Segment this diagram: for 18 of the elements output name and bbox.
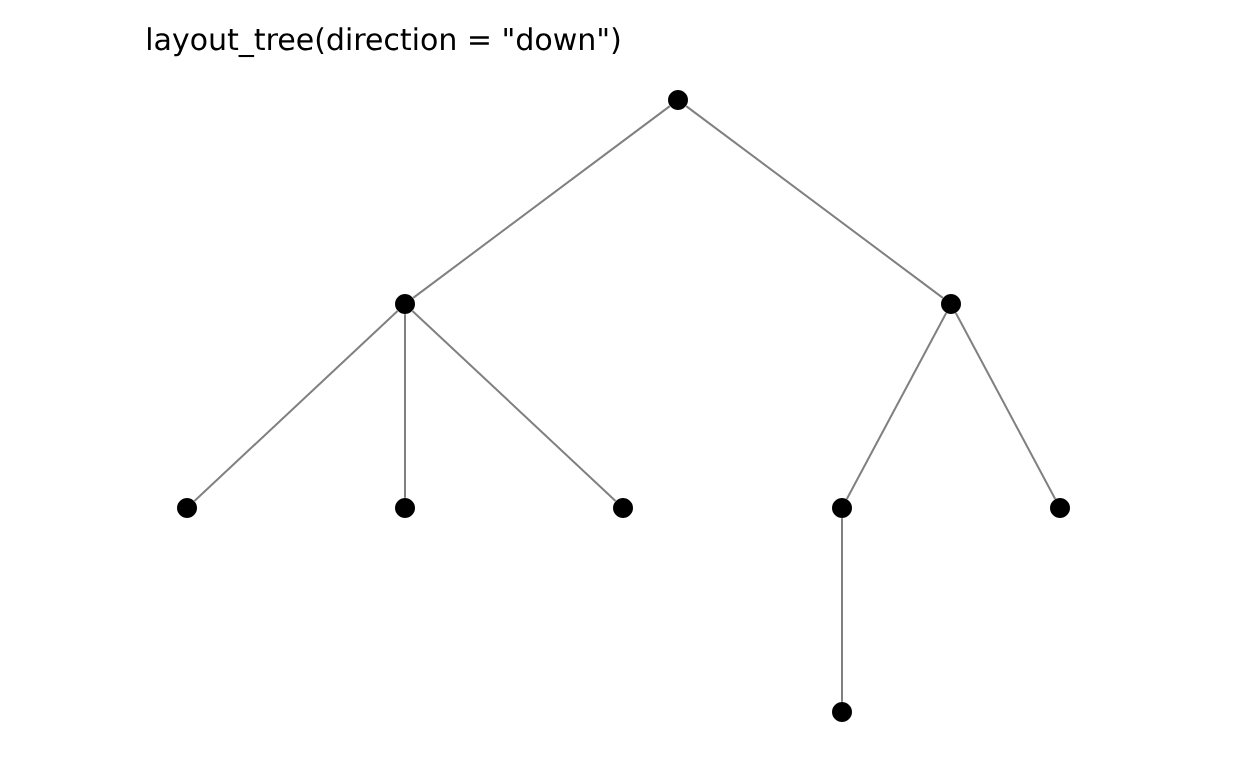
edge-line <box>412 105 671 299</box>
edge-line <box>954 312 1057 500</box>
edge-line <box>193 309 399 502</box>
node-dot <box>832 702 852 722</box>
node-dot <box>668 90 688 110</box>
title: layout_tree(direction = "down") <box>148 27 620 58</box>
node-dot <box>941 294 961 314</box>
edge-line <box>841 517 843 703</box>
node-dot <box>613 498 633 518</box>
node-dot <box>832 498 852 518</box>
edge-line <box>411 309 617 502</box>
node-dot <box>395 498 415 518</box>
node-dot <box>1050 498 1070 518</box>
node-dot <box>395 294 415 314</box>
edge-line <box>845 312 948 500</box>
edge-line <box>685 105 944 299</box>
edge-line <box>404 313 406 499</box>
node-dot <box>177 498 197 518</box>
